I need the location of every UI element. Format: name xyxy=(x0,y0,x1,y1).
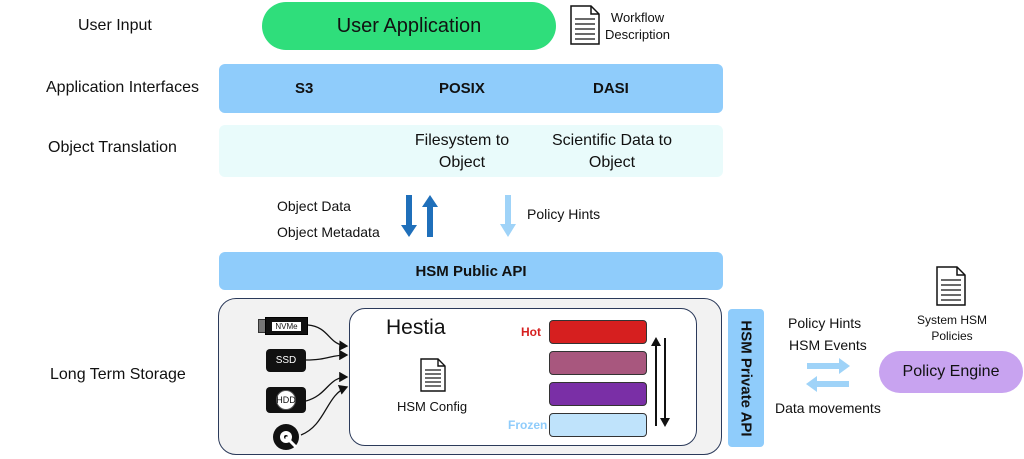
nvme-label: NVMe xyxy=(272,321,301,331)
tier-hot xyxy=(549,320,647,344)
filesystem-to-object: Filesystem to Object xyxy=(408,130,516,174)
sci-line2: Object xyxy=(588,154,636,171)
workflow-document-icon xyxy=(570,5,600,45)
tier-warm xyxy=(549,351,647,375)
workflow-line1: Workflow xyxy=(610,10,665,25)
layer-application-interfaces: Application Interfaces xyxy=(46,79,199,96)
tier-frozen xyxy=(549,413,647,437)
layer-user-input: User Input xyxy=(78,17,152,34)
nvme-device: NVMe xyxy=(258,317,308,335)
data-movements-label: Data movements xyxy=(775,400,881,416)
user-application-pill: User Application xyxy=(262,2,556,50)
interface-s3: S3 xyxy=(295,80,314,97)
system-policies-line2: Policies xyxy=(931,329,973,343)
object-data-arrows-icon xyxy=(401,195,438,237)
hsm-public-api-band: HSM Public API xyxy=(219,252,723,290)
interface-dasi: DASI xyxy=(593,80,629,97)
scientific-data-to-object: Scientific Data to Object xyxy=(545,130,679,174)
policy-engine-pill: Policy Engine xyxy=(879,351,1023,393)
tier-migration-arrows-icon xyxy=(651,337,670,427)
policy-engine-label: Policy Engine xyxy=(902,363,1000,380)
ssd-device: SSD xyxy=(266,349,306,372)
tier-cool xyxy=(549,382,647,406)
hdd-label: HDD xyxy=(276,390,296,410)
ssd-label: SSD xyxy=(275,355,297,366)
system-hsm-policies-label: System HSM Policies xyxy=(902,312,1002,344)
layer-object-translation: Object Translation xyxy=(48,139,177,156)
hot-label: Hot xyxy=(521,325,541,339)
sci-line1: Scientific Data to xyxy=(551,132,673,149)
hestia-title: Hestia xyxy=(386,316,446,339)
nvme-body: NVMe xyxy=(265,317,308,335)
object-metadata-label: Object Metadata xyxy=(277,224,380,240)
workflow-description: Workflow Description xyxy=(605,9,670,43)
hsm-config-label: HSM Config xyxy=(397,399,468,414)
hsm-private-api-label: HSM Private API xyxy=(737,319,755,437)
policy-exchange-arrows-icon xyxy=(806,358,850,392)
object-data-label: Object Data xyxy=(277,198,351,214)
workflow-line2: Description xyxy=(605,27,671,42)
fs-line1: Filesystem to xyxy=(414,132,510,149)
hdd-device: HDD xyxy=(266,387,306,413)
hsm-config-document-icon xyxy=(420,358,446,392)
hsm-private-api-band: HSM Private API xyxy=(728,309,764,447)
application-interfaces-band xyxy=(219,64,723,113)
device-connector-arrows xyxy=(300,324,349,436)
object-translation-band xyxy=(219,125,723,177)
hsm-events-label: HSM Events xyxy=(789,337,867,353)
layer-long-term-storage: Long Term Storage xyxy=(50,366,186,383)
policy-hints-label: Policy Hints xyxy=(527,206,601,222)
system-policies-line1: System HSM xyxy=(916,313,987,327)
fs-line2: Object xyxy=(438,154,486,171)
system-policies-document-icon xyxy=(936,266,966,306)
frozen-label: Frozen xyxy=(508,418,548,432)
user-application-label: User Application xyxy=(336,14,482,37)
right-policy-hints-label: Policy Hints xyxy=(788,315,862,331)
interface-posix: POSIX xyxy=(439,80,485,97)
hsm-public-api-label: HSM Public API xyxy=(415,262,527,280)
policy-hints-arrow-icon xyxy=(500,195,516,237)
tape-device-icon xyxy=(273,424,299,450)
